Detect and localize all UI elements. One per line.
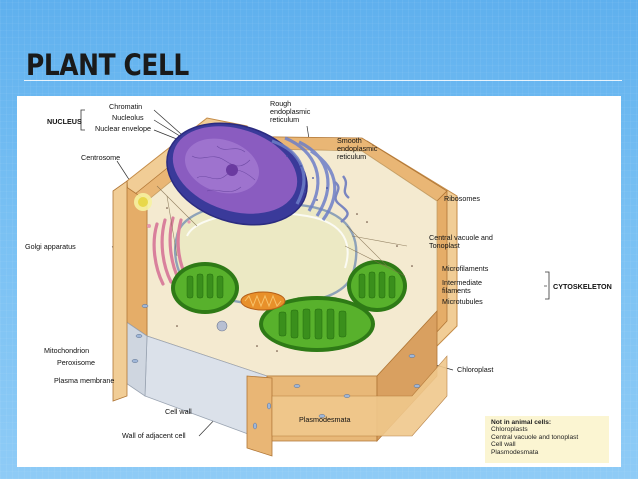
chloroplasts bbox=[171, 260, 407, 352]
label-rough-er: Rough endoplasmic reticulum bbox=[270, 99, 311, 124]
note-item: Plasmodesmata bbox=[491, 448, 539, 456]
plant-cell-illustration bbox=[80, 109, 550, 457]
label-centrosome: Centrosome bbox=[81, 153, 121, 162]
not-in-animal-cells-box: Not in animal cells: Chloroplasts Centra… bbox=[485, 416, 609, 463]
title-divider bbox=[24, 80, 622, 81]
label-plasmodesmata: Plasmodesmata bbox=[299, 415, 351, 424]
label-nucleus: NUCLEUS bbox=[47, 117, 82, 126]
note-item: Cell wall bbox=[491, 441, 516, 449]
label-nucleolus: Nucleolus bbox=[112, 113, 144, 122]
label-ribosomes: Ribosomes bbox=[444, 194, 480, 203]
label-cell-wall: Cell wall bbox=[165, 407, 192, 416]
label-wall-adjacent-cell: Wall of adjacent cell bbox=[122, 431, 186, 440]
note-item: Chloroplasts bbox=[491, 426, 528, 434]
label-intermediate-filaments: Intermediate filaments bbox=[442, 278, 482, 295]
note-item: Central vacuole and tonoplast bbox=[491, 433, 579, 441]
nucleus-bracket bbox=[80, 109, 85, 131]
note-heading: Not in animal cells: bbox=[491, 419, 552, 426]
label-smooth-er: Smooth endoplasmic reticulum bbox=[337, 136, 378, 161]
label-nuclear-envelope: Nuclear envelope bbox=[95, 124, 151, 133]
label-golgi-apparatus: Golgi apparatus bbox=[25, 242, 76, 251]
label-peroxisome: Peroxisome bbox=[57, 358, 95, 367]
label-chromatin: Chromatin bbox=[109, 102, 143, 111]
label-chloroplast: Chloroplast bbox=[457, 365, 494, 374]
label-cytoskeleton: CYTOSKELETON bbox=[553, 282, 612, 291]
cytoskeleton-bracket bbox=[545, 271, 550, 300]
label-plasma-membrane: Plasma membrane bbox=[54, 376, 115, 385]
label-microfilaments: Microfilaments bbox=[442, 264, 489, 273]
label-central-vacuole: Central vacuole and Tonoplast bbox=[429, 233, 493, 250]
label-mitochondrion: Mitochondrion bbox=[44, 346, 90, 355]
label-microtubules: Microtubules bbox=[442, 297, 483, 306]
slide-title: PLANT CELL bbox=[26, 48, 189, 82]
plant-cell-figure: Chromatin NUCLEUS Nucleolus Nuclear enve… bbox=[17, 96, 621, 467]
